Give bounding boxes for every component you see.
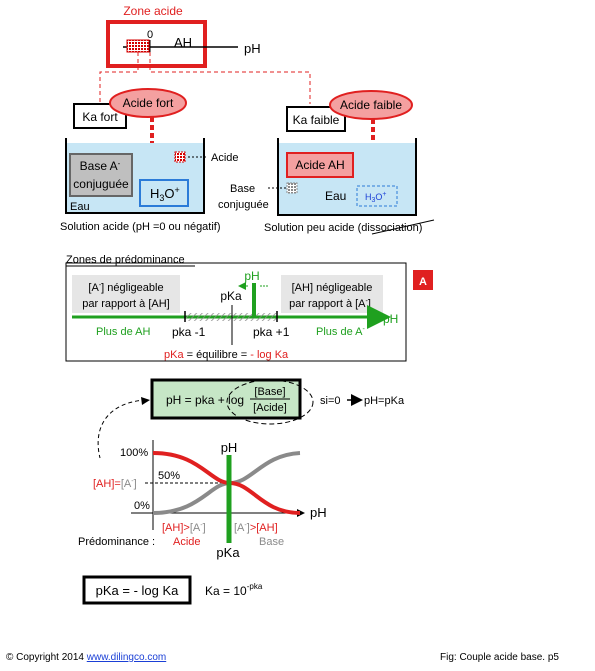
beaker-left [65, 138, 205, 214]
henderson-box [150, 378, 302, 420]
log-ratio-ellipse [226, 379, 314, 425]
graph-pka-bottom: pKa [216, 545, 240, 560]
eau-right-label: Eau [325, 189, 346, 203]
pka-minus-label: pka -1 [172, 325, 206, 339]
copyright-footer: © Copyright 2014 www.dilingco.com [6, 652, 166, 663]
zones-frame [65, 262, 407, 362]
pka-formula: pKa = - log Ka [96, 583, 180, 598]
h3o-right-label: H3O+ [365, 191, 387, 204]
ka-fort-label: Ka fort [82, 110, 118, 124]
y-50: 50% [158, 470, 180, 482]
ah-label: AH [174, 35, 192, 50]
base-conjuguee-line2: conjuguée [73, 177, 129, 191]
pka-formula-box [82, 575, 192, 605]
formula-acide: [Acide] [253, 402, 287, 414]
strong-acid-zone [126, 39, 150, 53]
graph-ph-top: pH [221, 440, 238, 455]
strike-dissociation [371, 219, 435, 235]
acide-marker [174, 151, 186, 163]
right-negligible-box [281, 275, 383, 313]
graph-ph-axis: pH [310, 505, 327, 520]
a-gt-ah: [A-]>[AH] [234, 522, 278, 534]
figure-caption: Fig: Couple acide base. p5 [440, 652, 559, 663]
h3o-right-box [356, 185, 398, 207]
eau-left-label: Eau [70, 201, 90, 213]
base-label-1: Base [230, 183, 255, 195]
link-curve-head [141, 397, 150, 405]
beaker-right [277, 138, 417, 216]
h3o-left-label: H3O+ [150, 185, 180, 203]
copyright-text: © Copyright 2014 [6, 652, 87, 663]
acide-faible-label: Acide faible [340, 98, 402, 112]
zero-label: 0 [147, 29, 153, 41]
ph-label-top: pH [244, 41, 261, 56]
connector-left [99, 52, 139, 104]
pka-label: pKa [220, 289, 242, 303]
ph-equals-pka: pH=pKa [364, 395, 405, 407]
zones-title: Zones de prédominance [66, 254, 185, 266]
caption-left: Solution acide (pH =0 ou négatif) [60, 221, 221, 233]
base-conjuguee-line1: Base A- [80, 159, 121, 173]
left-negligible-line1: [A-] négligeable [88, 282, 163, 294]
base-label-2: conjuguée [218, 199, 269, 211]
henderson-ph: pH = pka + log [166, 393, 244, 407]
plus-de-a: Plus de A- [316, 326, 365, 338]
right-negligible-line1: [AH] négligeable [292, 282, 373, 294]
zone-acide-box [106, 20, 207, 68]
pka-plus-label: pka +1 [253, 325, 290, 339]
graph-base-label: Base [259, 536, 284, 548]
acide-label: Acide [211, 152, 239, 164]
badge-a-box [413, 270, 433, 290]
zone-acide-title: Zone acide [123, 4, 183, 18]
site-link[interactable]: www.dilingco.com [86, 652, 167, 663]
si-zero: si=0 [320, 395, 341, 407]
caption-right: Solution peu acide (dissociation) [264, 222, 422, 234]
link-curve [97, 399, 147, 459]
base-conjuguee-box [69, 153, 133, 197]
acide-fort-ellipse [109, 88, 187, 118]
y-100: 100% [120, 447, 148, 459]
graph-acide-label: Acide [173, 536, 201, 548]
ka-faible-label: Ka faible [293, 113, 340, 127]
base-marker [286, 182, 298, 194]
plus-de-ah: Plus de AH [96, 326, 150, 338]
equilibre-line: pKa = équilibre = - log Ka [164, 349, 289, 361]
acide-ah-box [286, 152, 354, 178]
acide-fort-label: Acide fort [123, 96, 174, 110]
left-negligible-line2: par rapport à [AH] [82, 298, 169, 310]
ka-fort-box [73, 103, 127, 129]
badge-a-label: A [419, 276, 427, 288]
predominance-label: Prédominance : [78, 536, 155, 548]
y-0: 0% [134, 500, 150, 512]
ka-formula: Ka = 10-pka [205, 582, 263, 598]
acide-ah-label: Acide AH [295, 158, 344, 172]
ph-axis-label: pH [383, 312, 398, 326]
left-negligible-box [72, 275, 180, 313]
ph-green-label: pH [244, 269, 259, 283]
h3o-left-box [139, 179, 189, 207]
ah-equals-a: [AH]=[A-] [93, 478, 137, 490]
formula-base: [Base] [254, 386, 285, 398]
right-negligible-line2: par rapport à [A-] [289, 298, 371, 310]
buffer-zone-hatch [185, 313, 277, 321]
connector-right [149, 52, 311, 104]
ah-gt-a: [AH]>[A-] [162, 522, 206, 534]
